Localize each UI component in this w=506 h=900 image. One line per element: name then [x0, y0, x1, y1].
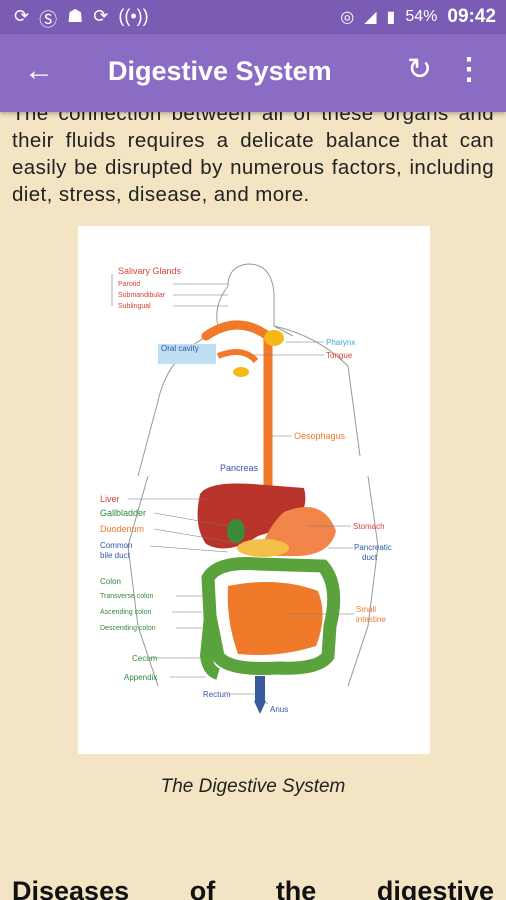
- app-bar: ← Digestive System ↻ ⋮: [0, 34, 506, 112]
- label-salivary-glands: Salivary Glands: [118, 266, 182, 276]
- label-transverse-colon: Transverse colon: [100, 593, 154, 600]
- notification-icons: ⟳ Ⓢ ☗ ⟳ ((•)): [14, 6, 149, 32]
- label-common-bile-duct-2: bile duct: [100, 551, 131, 560]
- label-anus: Anus: [270, 705, 288, 714]
- hotspot-icon: ◎: [340, 9, 355, 26]
- label-small-intestine-1: Small: [356, 605, 376, 614]
- label-liver: Liver: [100, 494, 120, 504]
- label-pancreatic-duct-1: Pancreatic: [354, 543, 392, 552]
- more-vert-icon[interactable]: ⋮: [454, 53, 484, 86]
- heading-word: digestive: [376, 876, 494, 900]
- label-cecum: Cecum: [132, 654, 158, 663]
- system-icons: ◎ ◢ ▮ 54% 09:42: [340, 6, 496, 28]
- arrow-back-icon[interactable]: ←: [24, 54, 54, 87]
- digestive-diagram-svg: Salivary Glands Parotid Submandibular Su…: [100, 263, 392, 714]
- heading-word: Diseases: [12, 876, 130, 900]
- heading-word: the: [275, 876, 317, 900]
- paragraph-text: their fluids requires a delicate balance…: [12, 129, 494, 206]
- heading-word: of: [189, 876, 216, 900]
- label-pancreatic-duct-2: duct: [362, 553, 378, 562]
- battery-icon: ▮: [386, 9, 396, 26]
- label-stomach: Stomach: [353, 522, 385, 531]
- label-pharynx: Pharynx: [326, 338, 355, 347]
- article-paragraph: The connection between all of these orga…: [12, 112, 494, 208]
- label-appendix: Appendix: [124, 673, 157, 682]
- battery-percent: 54%: [405, 8, 438, 25]
- digestive-diagram: Salivary Glands Parotid Submandibular Su…: [78, 226, 430, 754]
- page-title: Digestive System: [108, 56, 332, 86]
- android-icon: ☗: [67, 6, 84, 26]
- label-oesophagus: Oesophagus: [294, 431, 346, 441]
- label-tongue: Tongue: [326, 351, 353, 360]
- label-duodenum: Duodenum: [100, 524, 144, 534]
- figure-caption: The Digestive System: [160, 776, 346, 797]
- label-colon: Colon: [100, 577, 121, 586]
- sync-icon: ⟳: [14, 6, 30, 26]
- label-descending-colon: Descending colon: [100, 625, 156, 632]
- sync-icon: ⟳: [93, 6, 109, 26]
- label-pancreas: Pancreas: [220, 463, 259, 473]
- radio-icon: ((•)): [118, 6, 149, 26]
- section-heading: Diseases of the digestive: [12, 876, 494, 900]
- label-oral-cavity: Oral cavity: [161, 344, 199, 353]
- s-app-icon: Ⓢ: [39, 10, 58, 30]
- label-sublingual: Sublingual: [118, 303, 151, 310]
- label-submandibular: Submandibular: [118, 292, 166, 299]
- label-rectum: Rectum: [203, 690, 231, 699]
- label-small-intestine-2: intestine: [356, 615, 386, 624]
- paragraph-partial-line: The connection between all of these orga…: [12, 112, 494, 125]
- label-gallbladder: Gallbladder: [100, 508, 146, 518]
- refresh-icon[interactable]: ↻: [406, 53, 432, 86]
- label-parotid: Parotid: [118, 281, 140, 288]
- clock: 09:42: [447, 6, 496, 27]
- article-content[interactable]: The connection between all of these orga…: [0, 112, 506, 900]
- signal-icon: ◢: [364, 9, 377, 26]
- status-bar: ⟳ Ⓢ ☗ ⟳ ((•)) ◎ ◢ ▮ 54% 09:42: [0, 0, 506, 34]
- label-common-bile-duct-1: Common: [100, 541, 132, 550]
- label-ascending-colon: Ascending colon: [100, 609, 151, 616]
